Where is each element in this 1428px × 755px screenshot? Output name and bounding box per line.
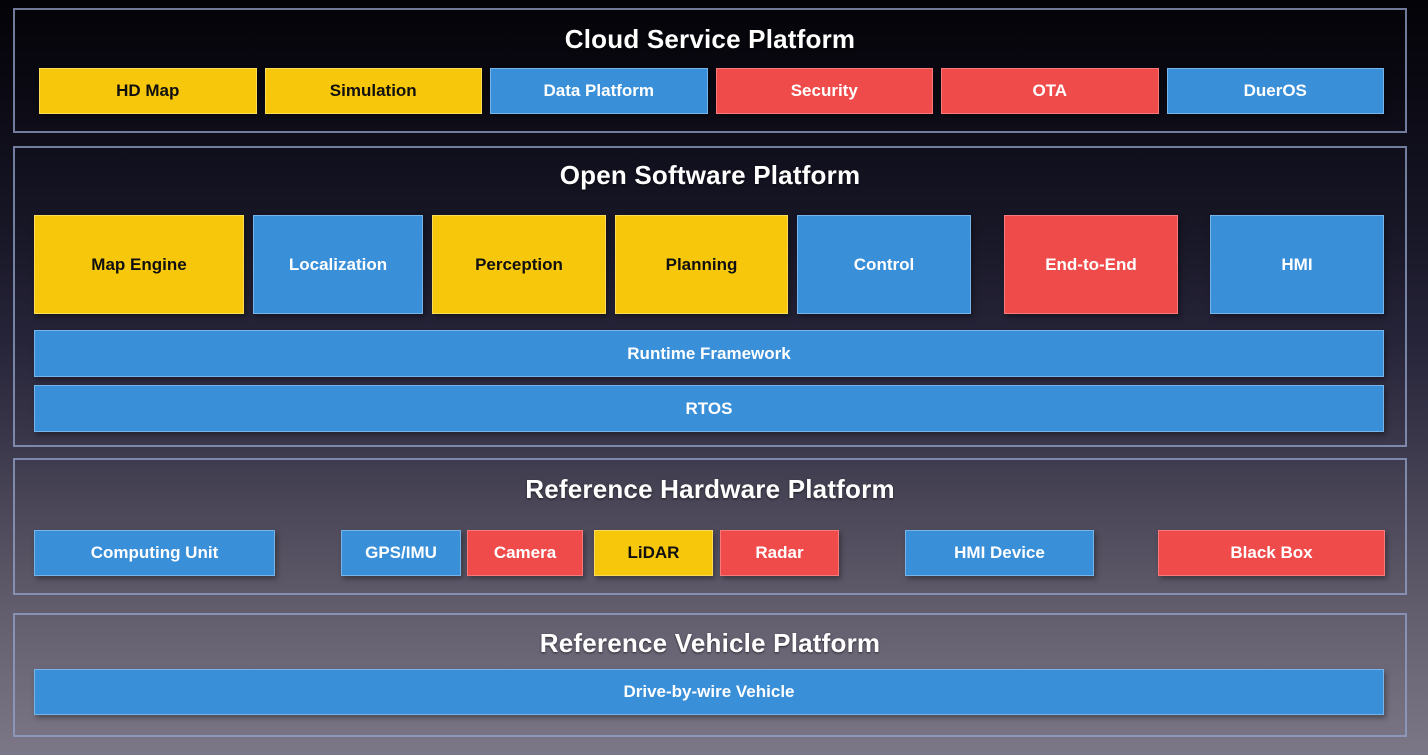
section-reference-hardware-platform: Reference Hardware Platform Computing Un…	[13, 458, 1407, 595]
module-security: Security	[715, 68, 933, 114]
module-map-engine: Map Engine	[34, 215, 244, 314]
vehicle-section-title: Reference Vehicle Platform	[539, 628, 881, 658]
module-planning: Planning	[615, 215, 788, 314]
software-modules-row: Map Engine Localization Perception Plann…	[34, 215, 1384, 314]
module-black-box: Black Box	[1158, 530, 1385, 576]
module-lidar: LiDAR	[594, 530, 713, 576]
section-cloud-service-platform: Cloud Service Platform HD Map Simulation…	[13, 8, 1407, 133]
module-end-to-end: End-to-End	[1004, 215, 1178, 314]
module-perception: Perception	[432, 215, 606, 314]
hardware-section-title: Reference Hardware Platform	[525, 474, 895, 504]
section-reference-vehicle-platform: Reference Vehicle Platform Drive-by-wire…	[13, 613, 1407, 737]
module-gps-imu: GPS/IMU	[341, 530, 461, 576]
module-radar: Radar	[720, 530, 839, 576]
bar-runtime-framework: Runtime Framework	[34, 330, 1384, 377]
module-hmi-device: HMI Device	[905, 530, 1094, 576]
module-localization: Localization	[253, 215, 423, 314]
module-simulation: Simulation	[264, 68, 482, 114]
section-open-software-platform: Open Software Platform Map Engine Locali…	[13, 146, 1407, 447]
module-control: Control	[797, 215, 971, 314]
module-ota: OTA	[941, 68, 1159, 114]
cloud-modules-row: HD Map Simulation Data Platform Security…	[39, 68, 1384, 114]
module-dueros: DuerOS	[1166, 68, 1384, 114]
module-computing-unit: Computing Unit	[34, 530, 275, 576]
bar-rtos: RTOS	[34, 385, 1384, 432]
module-data-platform: Data Platform	[490, 68, 708, 114]
cloud-section-title: Cloud Service Platform	[564, 24, 856, 54]
module-camera: Camera	[467, 530, 583, 576]
module-hd-map: HD Map	[39, 68, 257, 114]
bar-drive-by-wire-vehicle: Drive-by-wire Vehicle	[34, 669, 1384, 715]
module-hmi: HMI	[1210, 215, 1384, 314]
software-section-title: Open Software Platform	[559, 160, 861, 190]
